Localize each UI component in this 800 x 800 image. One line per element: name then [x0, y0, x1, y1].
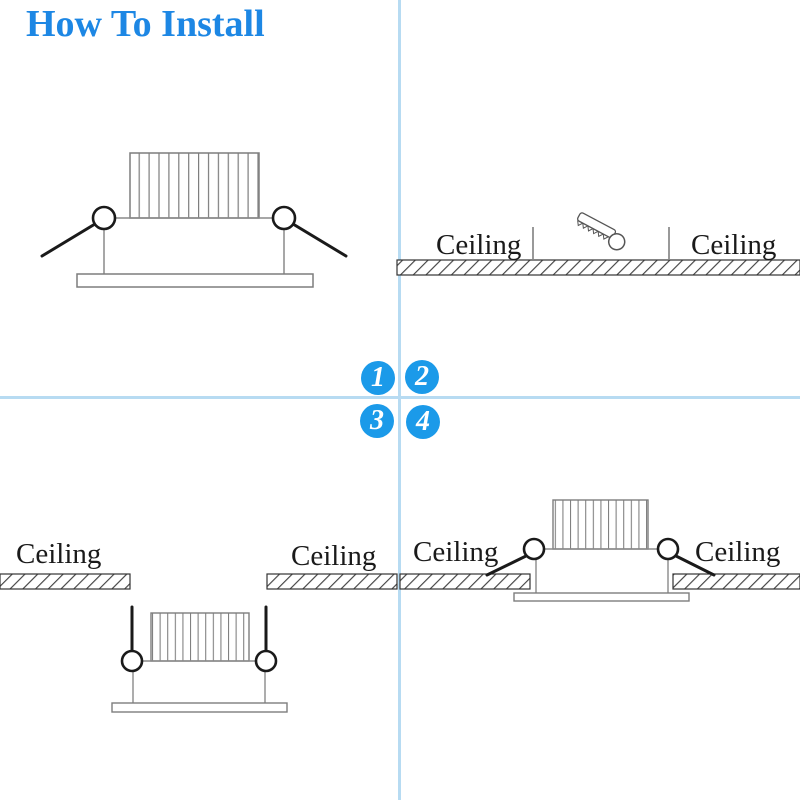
ceiling-section: [0, 573, 131, 590]
spring-clip-pivot: [522, 537, 546, 561]
lamp-body: [103, 217, 285, 275]
trim-flange: [513, 592, 690, 602]
spring-clip-pivot: [254, 649, 278, 673]
ceiling-label: Ceiling: [413, 536, 499, 568]
spring-clip-pivot: [91, 205, 117, 231]
ceiling-label: Ceiling: [436, 229, 522, 261]
spring-clip-arm: [674, 554, 716, 577]
ceiling-section: [266, 573, 398, 590]
lamp-body: [132, 660, 266, 703]
step-1-badge: 1: [361, 361, 395, 395]
spring-clip-arm: [291, 222, 348, 258]
step-4-badge: 4: [406, 405, 440, 439]
trim-flange: [76, 273, 314, 288]
ceiling-label: Ceiling: [16, 538, 102, 570]
hole-saw-icon: [577, 212, 626, 251]
step-2-badge: 2: [405, 360, 439, 394]
trim-flange: [111, 702, 288, 713]
spring-clip-arm: [485, 554, 528, 577]
page-title: How To Install: [26, 3, 265, 45]
step3-diagram-insert-fixture: [0, 573, 398, 713]
spring-clip-pivot: [120, 649, 144, 673]
step1-diagram-fixture-clips-open: [40, 152, 348, 288]
grid-divider-vertical: [398, 0, 401, 800]
heatsink: [129, 152, 260, 219]
ceiling-section: [672, 573, 800, 590]
saw-handle: [607, 232, 626, 251]
ceiling-section: [396, 259, 800, 276]
heatsink: [150, 612, 250, 662]
spring-clip-pivot: [271, 205, 297, 231]
step-3-badge: 3: [360, 404, 394, 438]
ceiling-label: Ceiling: [695, 536, 781, 568]
ceiling-label: Ceiling: [291, 540, 377, 572]
spring-clip-arm: [40, 222, 97, 258]
ceiling-section: [399, 573, 531, 590]
ceiling-label: Ceiling: [691, 229, 777, 261]
spring-clip-pivot: [656, 537, 680, 561]
step2-diagram-cut-hole: [396, 212, 800, 276]
lamp-body: [535, 548, 669, 593]
step4-diagram-fixture-installed: [399, 499, 800, 602]
heatsink: [552, 499, 649, 550]
grid-divider-horizontal: [0, 396, 800, 399]
